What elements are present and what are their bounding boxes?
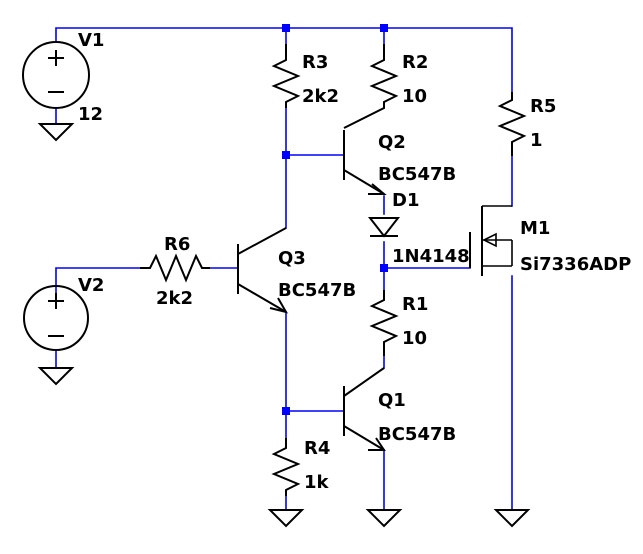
ground-symbol <box>267 509 305 528</box>
v1-value-label: 12 <box>78 104 103 125</box>
v2-name-label: V2 <box>78 275 104 296</box>
r4-name-label: R4 <box>304 438 330 459</box>
ground-symbol <box>37 367 75 386</box>
r2-value-label: 10 <box>402 86 427 107</box>
v1-source-symbol <box>22 41 90 109</box>
junctions <box>282 24 388 415</box>
d1-name-label: D1 <box>392 190 419 211</box>
r6-resistor-symbol <box>140 253 210 283</box>
v1-name-label: V1 <box>78 30 104 51</box>
r3-resistor-symbol <box>271 44 301 108</box>
q1-transistor-symbol <box>343 367 386 451</box>
r3-value-label: 2k2 <box>302 86 339 107</box>
junction-dot <box>282 407 290 415</box>
junction-dot <box>282 151 290 159</box>
ground-symbol <box>37 123 75 142</box>
r5-resistor-symbol <box>497 92 527 156</box>
q3-value-label: BC547B <box>278 280 356 301</box>
m1-value-label: Si7336ADP <box>520 254 631 275</box>
ground-symbol <box>493 509 531 528</box>
r1-value-label: 10 <box>402 328 427 349</box>
d1-diode-symbol <box>367 217 401 238</box>
m1-mosfet-symbol <box>469 205 513 276</box>
q2-transistor-symbol <box>343 130 387 195</box>
q2-value-label: BC547B <box>378 164 456 185</box>
r6-name-label: R6 <box>164 234 190 255</box>
r3-name-label: R3 <box>302 52 328 73</box>
junction-dot <box>380 264 388 272</box>
junction-dot <box>282 24 290 32</box>
q1-value-label: BC547B <box>378 424 456 445</box>
d1-value-label: 1N4148 <box>392 246 470 267</box>
r2-name-label: R2 <box>402 52 428 73</box>
junction-dot <box>380 24 388 32</box>
m1-name-label: M1 <box>520 218 550 239</box>
wire-v2-r6 <box>55 267 141 301</box>
r6-value-label: 2k2 <box>156 288 193 309</box>
r5-name-label: R5 <box>530 96 556 117</box>
r5-value-label: 1 <box>530 130 543 151</box>
q1-name-label: Q1 <box>378 390 406 411</box>
q2-name-label: Q2 <box>378 132 406 153</box>
component-labels: V1 12 V2 R3 2k2 R2 10 R5 1 Q2 BC547B D1 … <box>78 30 631 493</box>
ground-symbol <box>365 509 403 528</box>
r2-resistor-symbol <box>343 44 399 129</box>
r4-value-label: 1k <box>304 472 330 493</box>
r1-name-label: R1 <box>402 294 428 315</box>
q3-transistor-symbol <box>237 227 289 314</box>
r4-resistor-symbol <box>271 438 301 496</box>
v2-source-symbol <box>23 285 89 351</box>
r1-resistor-symbol <box>369 290 399 356</box>
q3-name-label: Q3 <box>278 248 306 269</box>
